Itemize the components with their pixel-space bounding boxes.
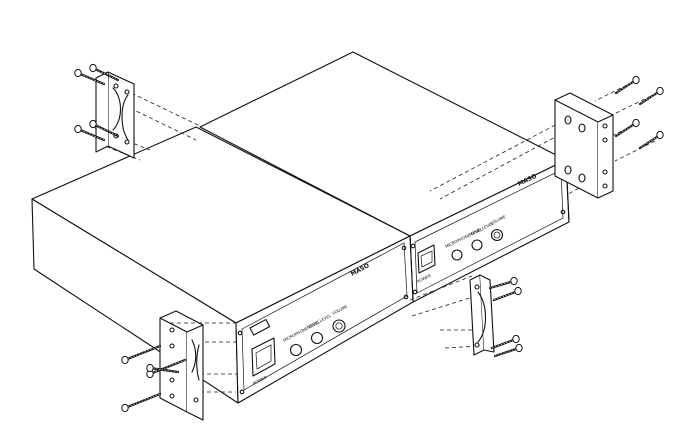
screw-2 (89, 63, 120, 82)
screw-12 (146, 363, 180, 374)
right-unit-front-panel (414, 169, 564, 294)
screw-3 (74, 124, 106, 142)
screw-16 (493, 343, 523, 358)
screw-8 (638, 130, 664, 150)
screw-1 (74, 68, 106, 86)
left-unit-power-switch (251, 337, 276, 377)
left-unit-front (235, 235, 414, 404)
screw-14 (488, 276, 518, 290)
screw-13 (492, 286, 522, 302)
left-unit-power-label: POWER (252, 374, 268, 385)
left-unit-knob-volume (332, 319, 346, 333)
rack-ear-bracket-top-left (95, 71, 135, 159)
screw-6 (638, 86, 664, 106)
screw-9 (121, 344, 162, 365)
screw-15 (490, 334, 520, 350)
right-unit-power-label: POWER (416, 273, 432, 284)
right-unit-knob-music-level (471, 239, 483, 251)
left-unit-knob-music-level (310, 331, 324, 345)
rack-ear-bracket-top-right (554, 92, 614, 199)
screw-4 (89, 119, 120, 138)
mounting-screws (74, 63, 664, 413)
joining-bracket-center (469, 274, 495, 356)
screw-11 (121, 392, 162, 413)
right-unit-knob-microphone-level (451, 249, 463, 261)
screw-5 (614, 75, 640, 95)
left-unit-knob-microphone-level (289, 343, 303, 357)
screw-7 (614, 118, 640, 138)
right-unit-knob-volume (490, 228, 504, 242)
